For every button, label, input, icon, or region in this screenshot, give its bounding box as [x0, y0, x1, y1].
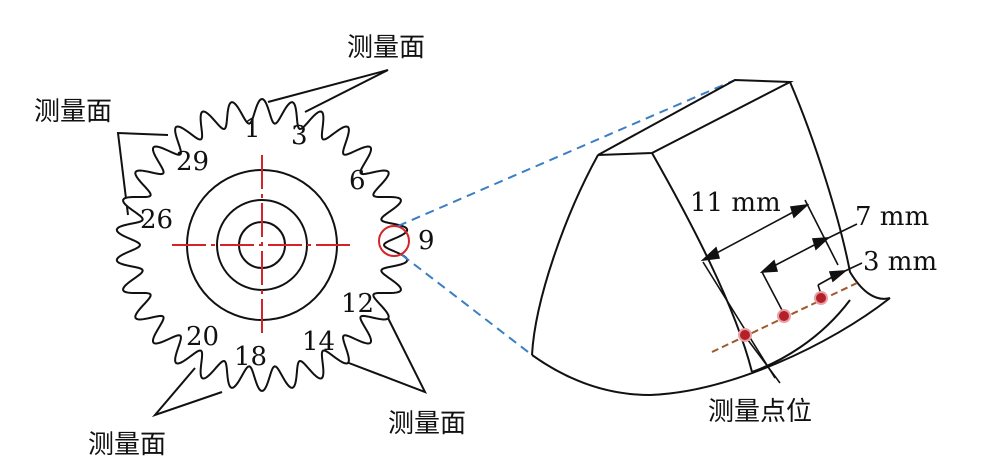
zoom-leaders — [397, 79, 736, 356]
tooth-front-face — [651, 152, 753, 373]
arrowhead-3 — [828, 270, 848, 283]
arrowhead-7-a — [759, 259, 779, 273]
tooth-left-profile — [531, 154, 599, 356]
tooth-root-line — [751, 299, 851, 373]
tooth-number-9: 9 — [418, 226, 435, 256]
label-measure-face-top-left: 测量面 — [34, 97, 112, 127]
dim-leader-7 — [819, 223, 858, 243]
tooth-number-20: 20 — [186, 322, 219, 352]
label-measure-face-bottom-left: 测量面 — [88, 430, 166, 460]
dimension-lines — [700, 199, 863, 384]
dimension-labels: 11 mm 7 mm 3 mm — [690, 188, 937, 277]
face-labels: 测量面 测量面 测量面 测量面 测量点位 — [34, 33, 812, 460]
tooth-number-12: 12 — [341, 289, 374, 319]
arrowhead-11-a — [700, 246, 721, 262]
tooth-number-26: 26 — [140, 205, 173, 235]
dim-label-11mm: 11 mm — [690, 188, 781, 218]
ext-line-right — [804, 199, 839, 266]
zoom-circle — [378, 225, 410, 257]
ext-line-7 — [761, 271, 784, 313]
arrowhead-11-b — [789, 203, 810, 219]
measure-points — [738, 291, 828, 342]
dim-label-7mm: 7 mm — [855, 202, 929, 232]
dim-label-3mm: 3 mm — [863, 247, 937, 277]
tooth-bottom-edge — [531, 297, 891, 397]
wedge-bottom-left — [151, 367, 223, 418]
measure-point-leader — [744, 335, 781, 384]
label-measure-point: 测量点位 — [708, 397, 812, 427]
tooth-numbers: 1 3 6 9 12 14 18 20 26 29 — [140, 114, 435, 372]
wedge-bottom-right — [340, 311, 428, 394]
tooth-number-3: 3 — [291, 121, 308, 151]
wedge-top-right — [267, 69, 389, 113]
measure-face-wedges — [116, 69, 428, 418]
dim-arrow-11 — [710, 208, 800, 257]
zoom-leader-top — [397, 79, 736, 227]
tooth-number-14: 14 — [302, 327, 335, 357]
tooth-number-29: 29 — [176, 147, 209, 177]
tooth-right-profile — [789, 81, 891, 300]
ext-line-11 — [702, 261, 776, 379]
tooth-top-face — [597, 78, 794, 156]
measure-point-3 — [814, 291, 828, 305]
wedge-top-left — [116, 131, 169, 216]
label-measure-face-top-right: 测量面 — [347, 33, 425, 63]
tooth-detail — [531, 78, 891, 397]
label-measure-face-bottom-right: 测量面 — [388, 409, 466, 439]
dim-arrow-7 — [769, 241, 821, 269]
tooth-number-6: 6 — [349, 166, 366, 196]
measure-point-2 — [777, 309, 791, 323]
centerlines — [172, 155, 352, 335]
tooth-number-1: 1 — [244, 114, 261, 144]
zoom-leader-bottom — [401, 254, 533, 356]
measure-point-1 — [738, 328, 752, 342]
tooth-number-18: 18 — [234, 342, 267, 372]
dim-leader-3 — [844, 262, 863, 272]
